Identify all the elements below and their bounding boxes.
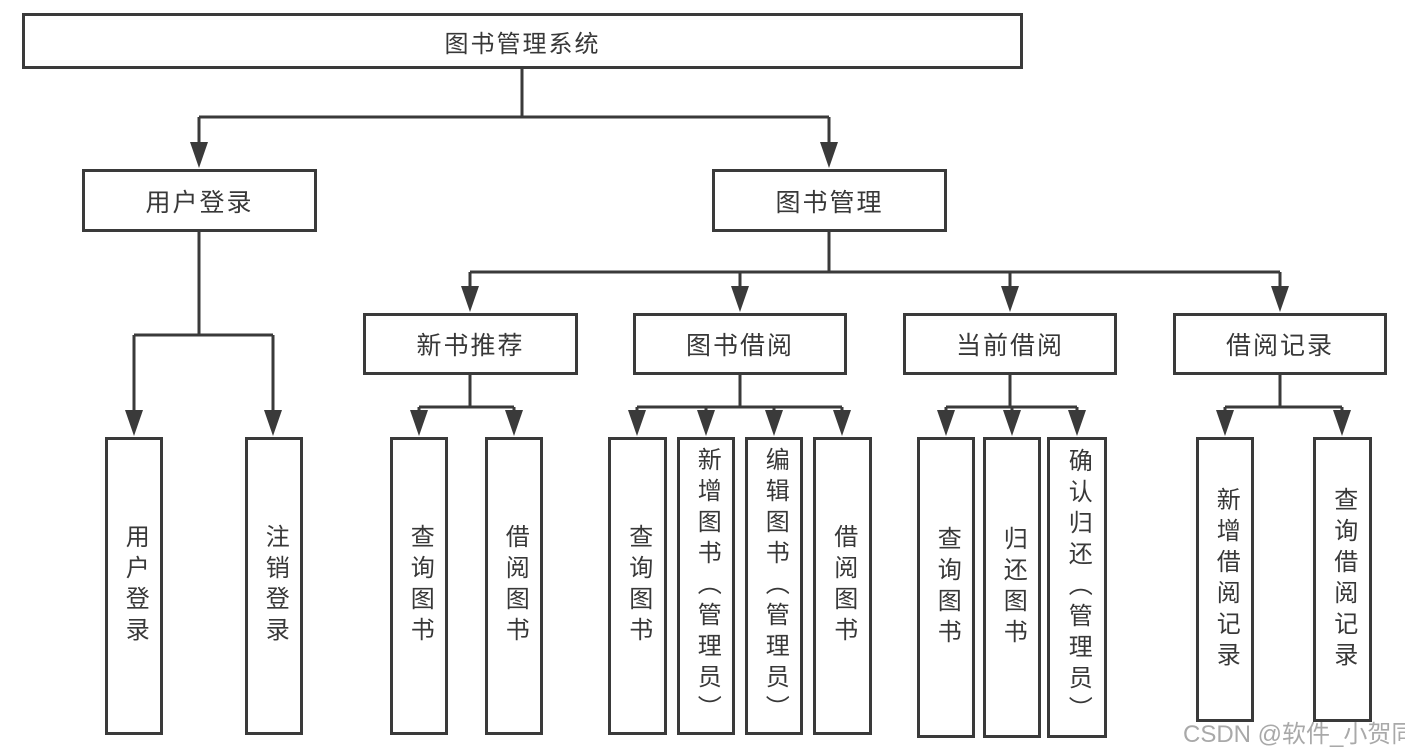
leaf-confirm-return-admin: 确认归还（管理员） <box>1047 437 1107 738</box>
leaf-add-borrow-record: 新增借阅记录 <box>1196 437 1254 722</box>
node-borrowing-records: 借阅记录 <box>1173 313 1387 375</box>
leaf-add-books-admin: 新增图书（管理员） <box>677 437 735 735</box>
leaf-logout: 注销登录 <box>245 437 303 735</box>
leaf-query-books-borrowing: 查询图书 <box>608 437 667 735</box>
leaf-borrow-books-recommend: 借阅图书 <box>485 437 543 735</box>
node-book-borrowing: 图书借阅 <box>633 313 847 375</box>
leaf-user-login: 用户登录 <box>105 437 163 735</box>
node-new-book-recommendation: 新书推荐 <box>363 313 578 375</box>
node-library-system: 图书管理系统 <box>22 13 1023 69</box>
node-current-borrowing: 当前借阅 <box>903 313 1117 375</box>
leaf-edit-books-admin: 编辑图书（管理员） <box>745 437 803 735</box>
watermark: CSDN @软件_小贺同学 <box>1183 721 1405 747</box>
leaf-query-borrow-record: 查询借阅记录 <box>1313 437 1372 722</box>
arrowheads <box>125 142 1351 436</box>
node-book-management: 图书管理 <box>712 169 947 232</box>
leaf-query-books-current: 查询图书 <box>917 437 975 738</box>
leaf-return-books: 归还图书 <box>983 437 1041 738</box>
leaf-borrow-books-borrowing: 借阅图书 <box>813 437 872 735</box>
node-user-login: 用户登录 <box>82 169 317 232</box>
leaf-query-books-recommend: 查询图书 <box>390 437 448 735</box>
